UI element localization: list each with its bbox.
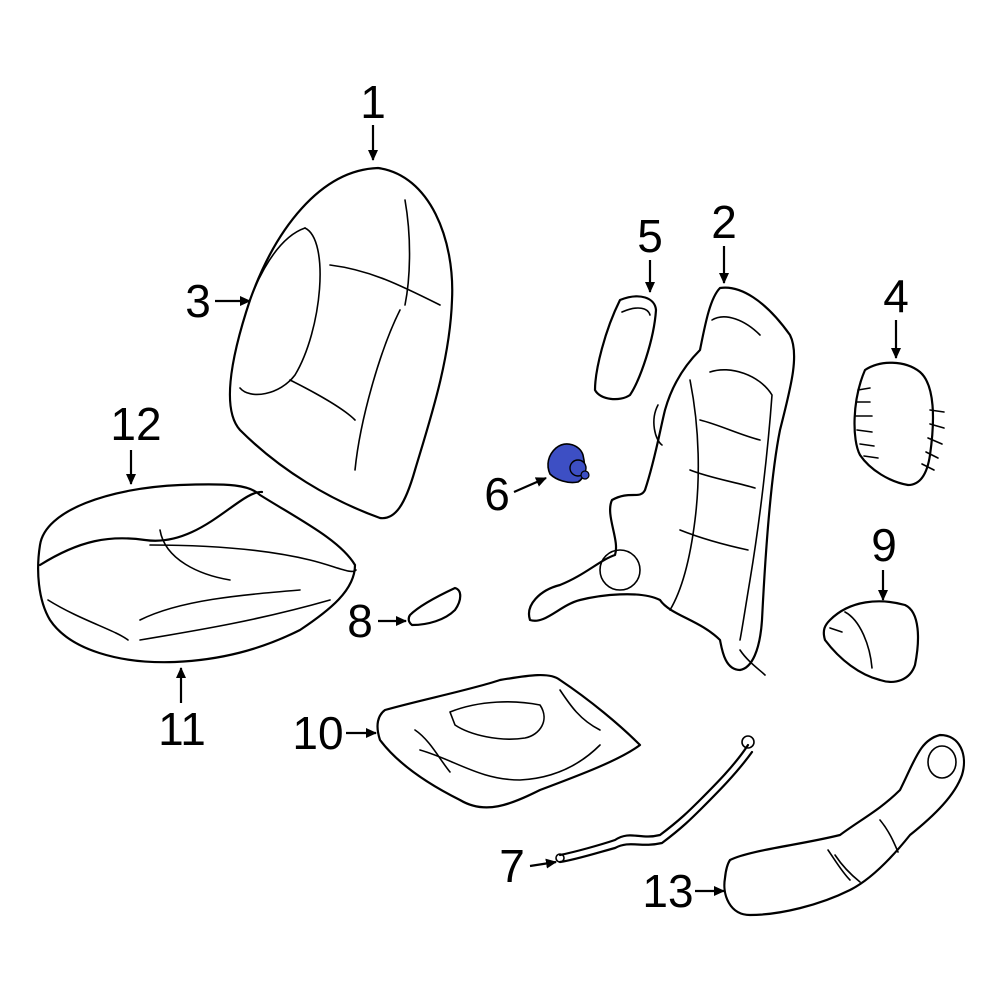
- side-bolster: [853, 361, 945, 487]
- callout-2: 2: [711, 196, 737, 248]
- recliner-cover: [822, 600, 920, 683]
- callout-9: 9: [871, 519, 897, 571]
- adjuster-rod: [555, 735, 755, 864]
- seat-back-frame: [527, 286, 796, 676]
- callout-3: 3: [185, 275, 211, 327]
- callout-11: 11: [158, 703, 206, 755]
- trim-clip: [407, 586, 462, 627]
- callout-6: 6: [484, 468, 510, 520]
- callout-1: 1: [360, 76, 386, 128]
- callout-4: 4: [883, 270, 909, 322]
- cushion-pad: [376, 674, 642, 809]
- callout-12: 12: [110, 398, 161, 450]
- seat-cushion: [37, 483, 357, 664]
- callout-labels: 1 2 3 4 5 6 7 8 9 10 11 12 13: [110, 76, 908, 917]
- callout-7: 7: [499, 840, 525, 892]
- callout-5: 5: [637, 210, 663, 262]
- callout-10: 10: [292, 707, 343, 759]
- headrest-panel: [593, 295, 658, 401]
- callout-8: 8: [347, 595, 373, 647]
- arrow-6: [513, 476, 547, 494]
- callout-13: 13: [642, 865, 693, 917]
- arrow-7: [529, 858, 557, 869]
- leader-arrows: [126, 125, 901, 896]
- side-shield: [723, 733, 966, 917]
- seat-back-cushion: [228, 166, 454, 520]
- adjuster-knob-highlighted: [547, 443, 590, 484]
